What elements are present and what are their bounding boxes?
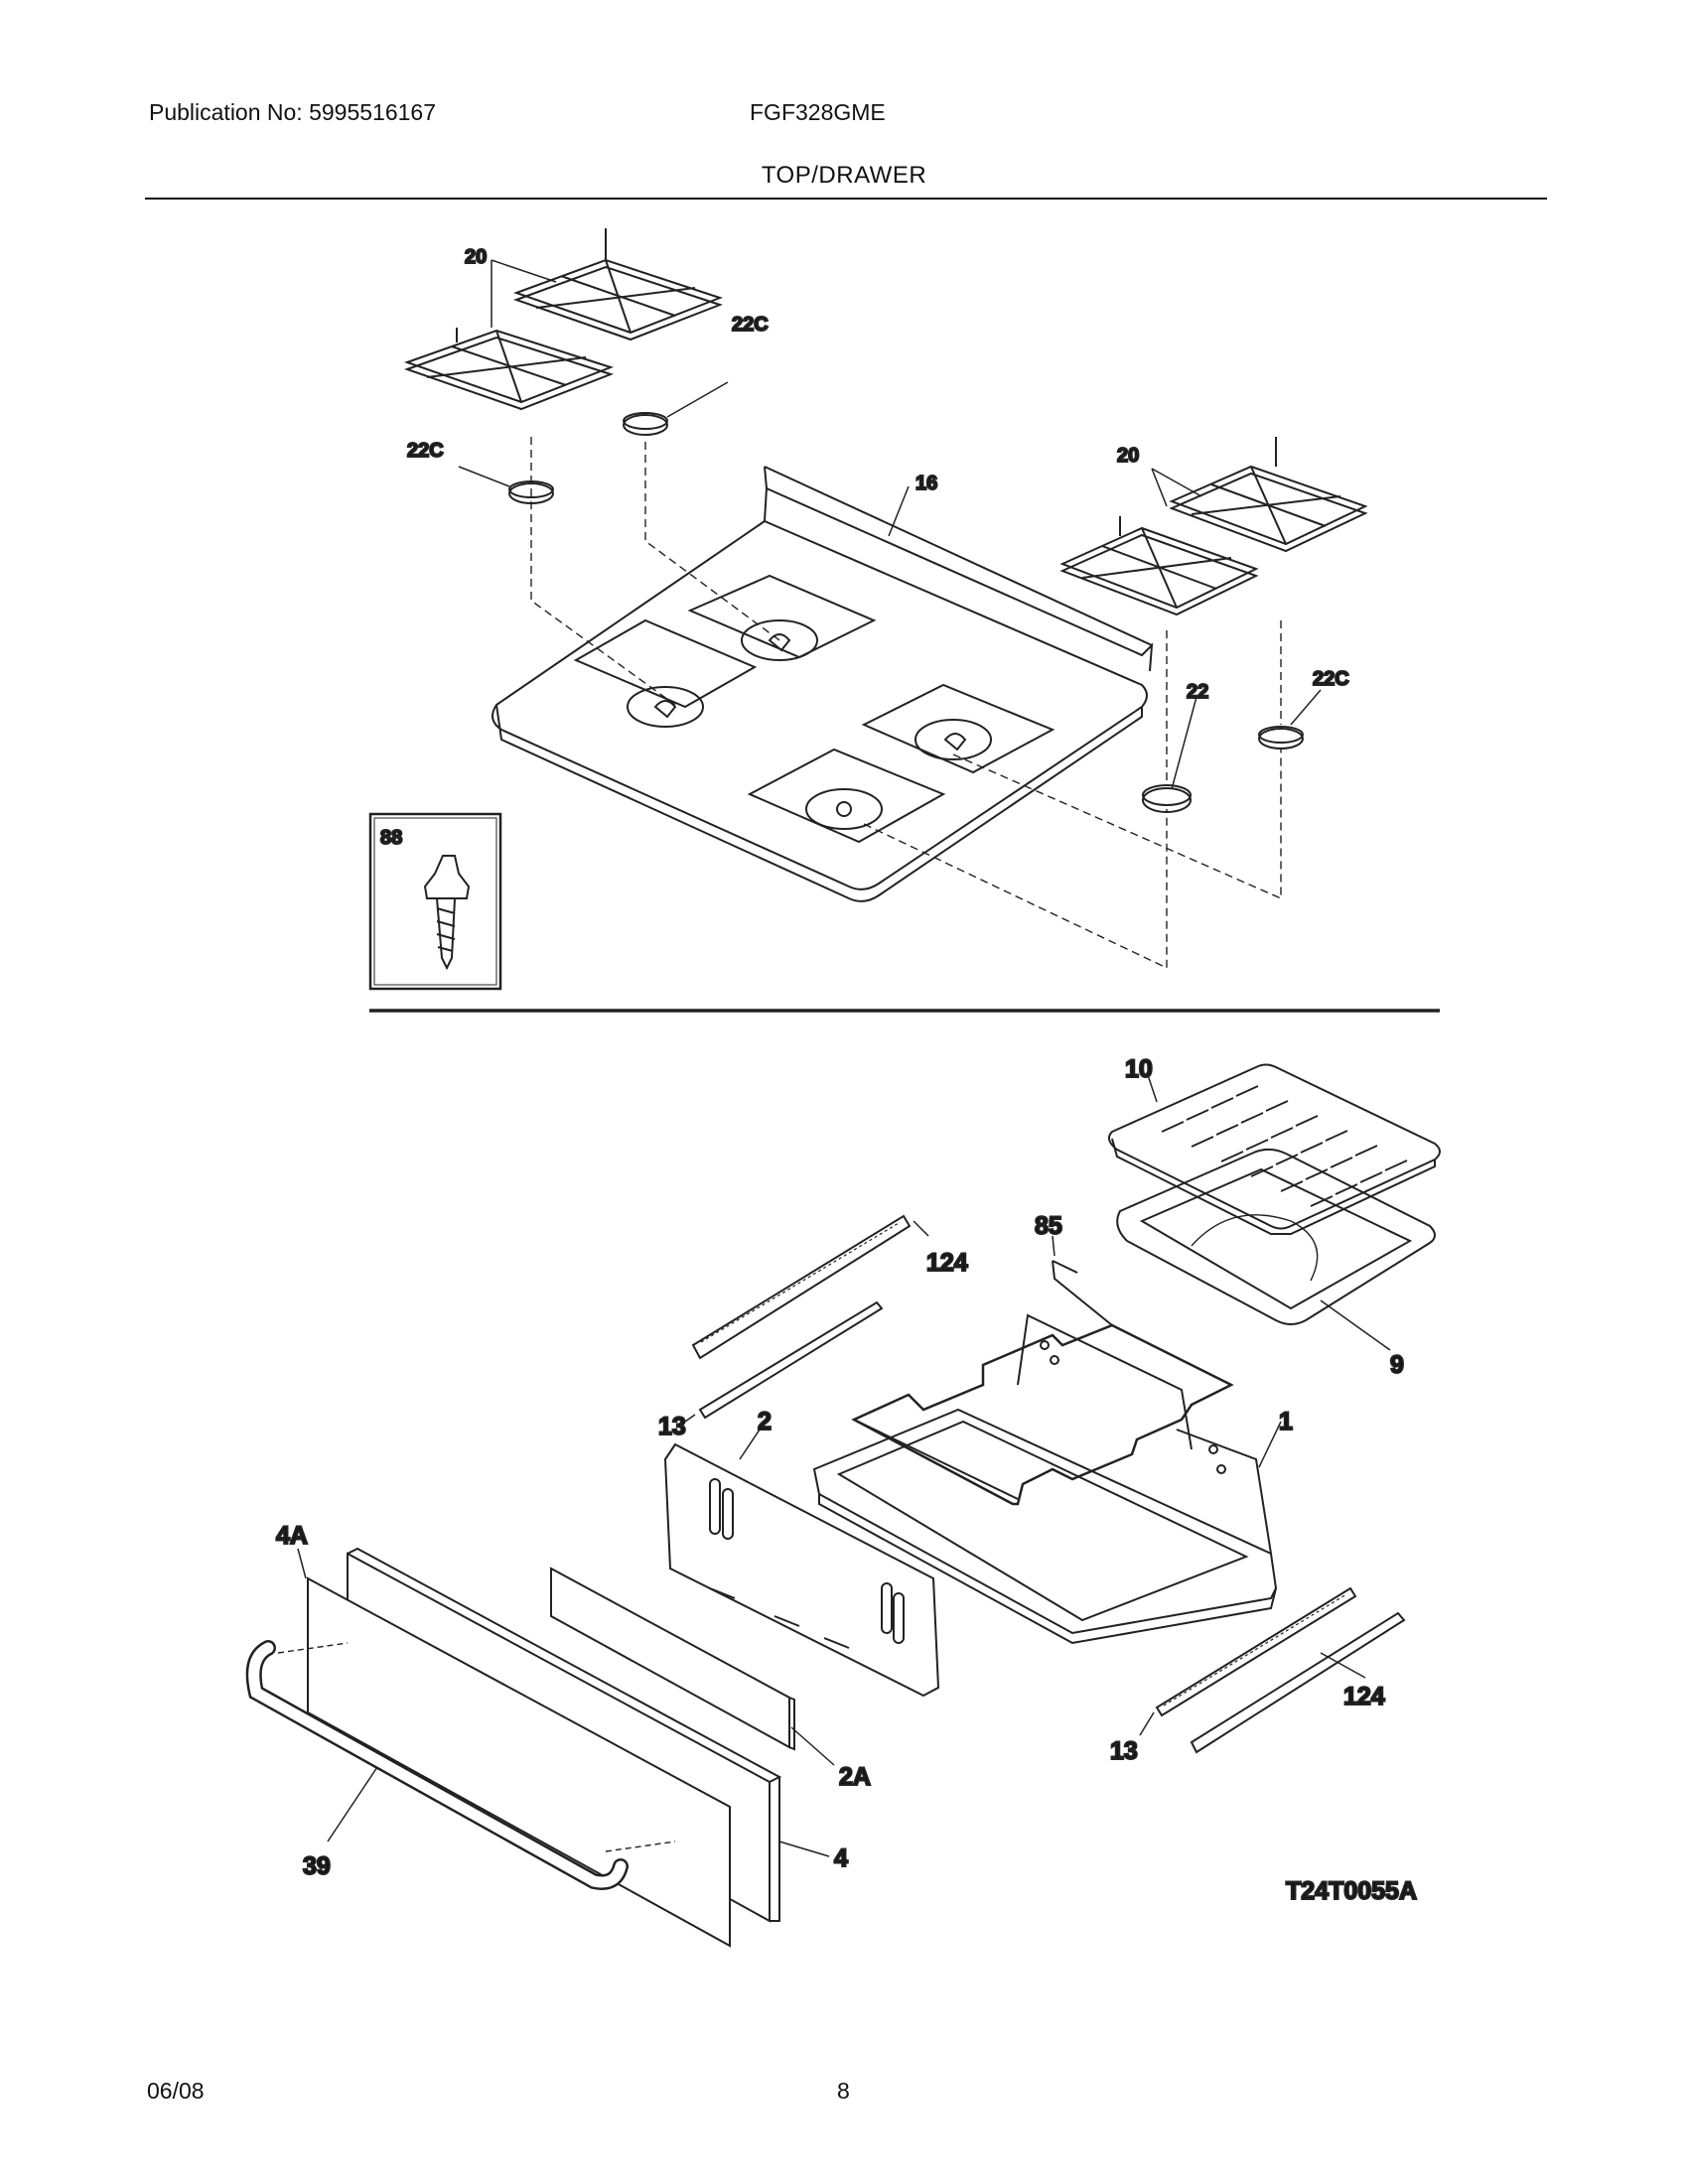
leader-line: [1171, 696, 1197, 790]
burner-grate-left-pair: [403, 228, 723, 411]
callout-slide-left: 124: [926, 1249, 968, 1277]
drawer-rail-right: [1155, 1586, 1357, 1717]
callout-drawer-front: 4: [834, 1844, 848, 1872]
drawer-back-panel: [663, 1442, 940, 1698]
drawer-insert-panel: [550, 1567, 795, 1751]
page-number: 8: [837, 2078, 850, 2104]
section-title: TOP/DRAWER: [761, 162, 927, 189]
leader-line: [1146, 1071, 1158, 1103]
leader-line: [1290, 689, 1322, 726]
callout-rack: 85: [1035, 1212, 1062, 1240]
footer-date: 06/08: [147, 2078, 205, 2104]
burner-cap-left-upper: [623, 412, 668, 436]
callout-drawer-back: 2: [758, 1408, 772, 1435]
leader-line: [458, 466, 510, 487]
leader-line: [684, 1414, 696, 1423]
burner-cap-right: [1258, 726, 1304, 750]
leader-line: [888, 485, 910, 537]
leader-line: [1139, 1711, 1155, 1736]
callout-rail-left: 13: [658, 1413, 686, 1440]
callout-grate-left: 20: [465, 246, 487, 268]
callout-slide-right: 124: [1343, 1683, 1385, 1710]
callout-cap-22: 22: [1187, 681, 1208, 703]
drawer-handle: [245, 1640, 676, 1890]
drawer-front-panel: [307, 1576, 731, 1948]
callout-drawer-front-panel: 4A: [276, 1522, 308, 1550]
callout-cap-left-upper: 22C: [732, 314, 769, 336]
drawer-rail-left: [698, 1300, 884, 1420]
leader-line: [1320, 1299, 1391, 1351]
callout-rail-right: 13: [1110, 1737, 1138, 1765]
drawer-rack: [851, 1260, 1234, 1506]
screw-inset-box: [368, 812, 502, 991]
leader-line: [327, 1766, 378, 1843]
leader-line: [491, 259, 557, 328]
leader-line: [666, 381, 729, 418]
header-divider: [145, 198, 1547, 200]
leader-line: [1052, 1235, 1055, 1257]
drawer-slide-right: [1190, 1611, 1406, 1754]
assembly-dashed-lines: [530, 437, 1282, 970]
leader-line: [778, 1841, 830, 1857]
burner-grate-right-pair: [1059, 437, 1368, 616]
callout-screw: 88: [380, 827, 402, 849]
callout-grate-right: 20: [1117, 445, 1139, 467]
callout-drawer-insert: 2A: [839, 1763, 871, 1791]
leader-line: [1151, 468, 1202, 507]
callout-handle: 39: [303, 1852, 331, 1880]
leader-line: [790, 1726, 835, 1766]
callout-broiler-grid: 10: [1125, 1055, 1153, 1083]
callout-drawer-body: 1: [1279, 1408, 1293, 1435]
publication-number: Publication No: 5995516167: [149, 99, 437, 125]
leader-line: [913, 1220, 929, 1237]
drawer-slide-left: [691, 1214, 912, 1360]
broiler-pan: [1116, 1148, 1436, 1325]
callout-cooktop: 16: [915, 473, 937, 494]
figure-code: T24T0055A: [1286, 1877, 1417, 1905]
leader-line: [1258, 1421, 1282, 1468]
model-number: FGF328GME: [750, 99, 886, 125]
drawer-body: [812, 1313, 1278, 1645]
leader-line: [739, 1429, 761, 1460]
callout-cap-left-lower: 22C: [407, 440, 444, 462]
callout-cap-right: 22C: [1313, 668, 1349, 690]
burner-cap-22: [1142, 784, 1192, 813]
cooktop-main-top: [492, 466, 1154, 902]
leader-line: [297, 1548, 307, 1579]
broiler-pan-grid: [1107, 1063, 1441, 1235]
leader-line: [1320, 1652, 1366, 1679]
callout-broiler-pan: 9: [1390, 1351, 1404, 1379]
